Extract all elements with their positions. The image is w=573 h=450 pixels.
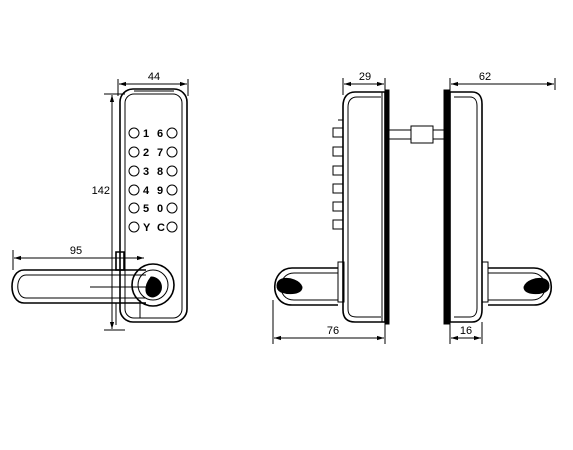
dimension-bottom-left: 76	[272, 300, 386, 344]
svg-text:7: 7	[157, 147, 163, 159]
front-view: 44 142 95 1 2	[11, 71, 189, 331]
dimension-lever-length: 95	[12, 245, 144, 270]
dimension-height: 142	[92, 93, 125, 331]
dimension-bottom-left-label: 76	[327, 325, 339, 337]
key-5: 5	[128, 202, 149, 215]
key-1: 1	[128, 127, 149, 140]
dimension-bottom-right: 16	[449, 322, 483, 344]
dimension-height-label: 142	[92, 185, 110, 197]
dimension-width-label: 44	[148, 71, 160, 83]
svg-text:0: 0	[157, 203, 163, 215]
key-3: 3	[128, 165, 149, 178]
key-c: C	[157, 221, 178, 234]
lever-handle	[11, 251, 175, 325]
svg-text:6: 6	[157, 128, 163, 140]
svg-text:Y: Y	[143, 222, 151, 234]
svg-text:5: 5	[143, 203, 149, 215]
key-2: 2	[128, 146, 149, 159]
key-6: 6	[157, 127, 178, 140]
dimension-bottom-right-label: 16	[460, 325, 472, 337]
svg-text:1: 1	[143, 128, 149, 140]
dimension-top-left-label: 29	[359, 71, 371, 83]
svg-text:8: 8	[157, 166, 163, 178]
side-buttons	[332, 119, 344, 230]
svg-text:2: 2	[143, 147, 149, 159]
key-8: 8	[157, 165, 178, 178]
inner-lever	[481, 261, 553, 306]
key-9: 9	[157, 184, 178, 197]
svg-text:3: 3	[143, 166, 149, 178]
key-y: Y	[128, 221, 151, 234]
spindle	[388, 125, 445, 144]
key-0: 0	[157, 202, 178, 215]
outer-lever	[273, 261, 345, 306]
dimension-top-right: 62	[449, 71, 556, 95]
dimension-lever-label: 95	[70, 245, 82, 257]
keypad: 1 2 3 4 5 Y 6	[128, 127, 178, 234]
dimension-width: 44	[117, 71, 189, 96]
inner-housing	[443, 89, 483, 325]
key-7: 7	[157, 146, 178, 159]
svg-text:9: 9	[157, 185, 163, 197]
outer-housing	[342, 89, 390, 325]
svg-text:4: 4	[143, 185, 150, 197]
svg-text:C: C	[157, 222, 165, 234]
dimension-top-right-label: 62	[479, 71, 491, 83]
lock-body	[119, 88, 188, 323]
side-view: 29 62	[272, 71, 556, 344]
key-4: 4	[128, 184, 150, 197]
